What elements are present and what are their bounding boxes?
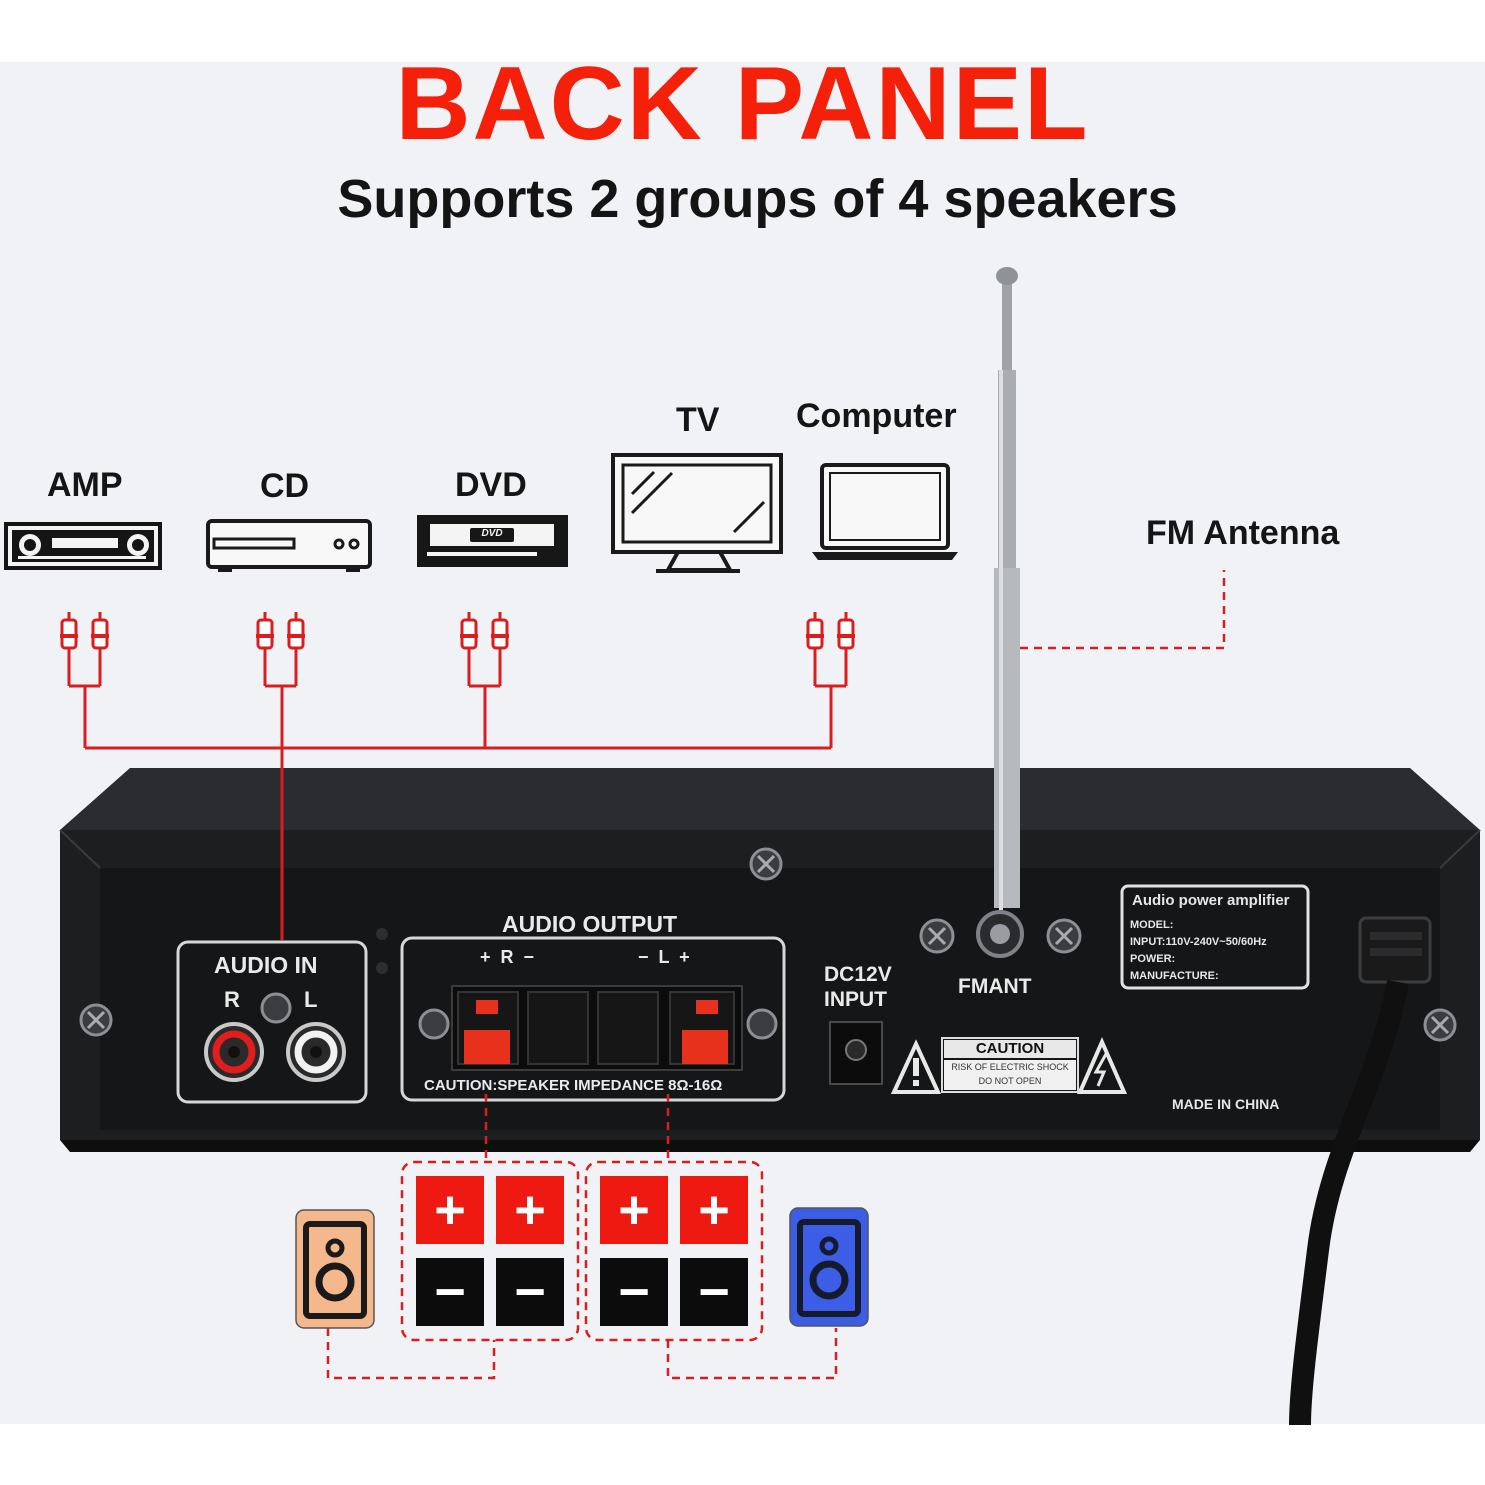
terminal-plus: + <box>416 1176 484 1244</box>
dc-input-jack-icon <box>829 1021 883 1085</box>
dc-input-label-line1: DC12V <box>824 963 892 986</box>
tv-label: TV <box>676 401 720 439</box>
warning-icon <box>890 1039 942 1094</box>
spec-model: MODEL: <box>1130 919 1174 931</box>
speaker-wiring <box>326 1094 838 1380</box>
left-speaker-icon <box>295 1209 375 1329</box>
cd-label: CD <box>260 467 310 505</box>
terminal-plus: + <box>680 1176 748 1244</box>
terminal-minus: − <box>496 1258 564 1326</box>
caution-line2: DO NOT OPEN <box>978 1076 1042 1086</box>
terminal-plus: + <box>600 1176 668 1244</box>
laptop-icon <box>812 463 958 560</box>
terminal-minus: − <box>416 1258 484 1326</box>
power-cable <box>1289 916 1432 1426</box>
rca-jack-right-icon <box>204 1022 264 1082</box>
cd-player-icon <box>206 519 372 572</box>
fm-antenna-label: FM Antenna <box>1146 514 1340 552</box>
dvd-player-icon <box>417 515 568 567</box>
caution-title: CAUTION <box>975 1040 1045 1057</box>
rca-jack-left-icon <box>286 1022 346 1082</box>
dvd-label: DVD <box>455 466 527 504</box>
terminal-minus: − <box>600 1258 668 1326</box>
amplifier-icon <box>4 522 162 570</box>
spec-plate-frame <box>1120 884 1310 990</box>
dc-input-label-line2: INPUT <box>824 988 887 1011</box>
amp-label: AMP <box>47 466 123 504</box>
amplifier-chassis <box>59 768 1481 1152</box>
terminal-plus: + <box>496 1176 564 1244</box>
output-polarity-right: + R − <box>480 947 535 967</box>
caution-line1: RISK OF ELECTRIC SHOCK <box>951 1062 1069 1072</box>
spec-manufacture: MANUFACTURE: <box>1130 970 1219 982</box>
spec-power: POWER: <box>1130 953 1176 965</box>
impedance-caution: CAUTION:SPEAKER IMPEDANCE 8Ω-16Ω <box>424 1077 723 1094</box>
audio-in-frame <box>176 940 368 1104</box>
audio-in-r-label: R <box>224 987 240 1012</box>
spec-title: Audio power amplifier <box>1132 892 1290 909</box>
tv-icon <box>611 453 783 573</box>
rca-plug-icons <box>60 618 855 650</box>
speaker-binding-posts <box>451 985 743 1071</box>
audio-in-l-label: L <box>304 987 318 1012</box>
fmant-label: FMANT <box>958 975 1032 998</box>
dvd-badge: DVD <box>481 528 503 539</box>
right-speaker-icon <box>789 1207 869 1327</box>
shock-warning-icon <box>1076 1037 1128 1094</box>
fm-antenna <box>976 267 1024 958</box>
computer-label: Computer <box>796 397 957 435</box>
page-title: BACK PANEL <box>395 46 1090 162</box>
audio-output-frame <box>400 936 786 1102</box>
page-subtitle: Supports 2 groups of 4 speakers <box>337 169 1178 229</box>
spec-input: INPUT:110V-240V~50/60Hz <box>1130 936 1267 948</box>
audio-output-label: AUDIO OUTPUT <box>502 911 678 937</box>
made-in-label: MADE IN CHINA <box>1172 1096 1280 1112</box>
audio-in-label: AUDIO IN <box>214 952 318 978</box>
terminal-minus: − <box>680 1258 748 1326</box>
output-polarity-left: − L + <box>638 947 690 967</box>
